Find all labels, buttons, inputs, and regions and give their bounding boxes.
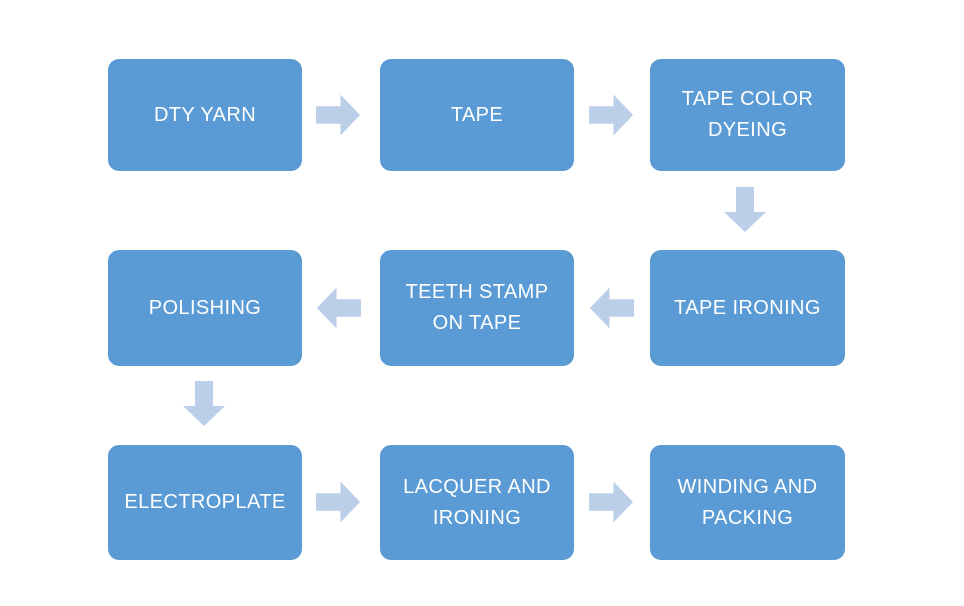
node-polishing: POLISHING xyxy=(108,250,302,366)
arrow-down-icon xyxy=(723,187,767,233)
node-tape-ironing: TAPE IRONING xyxy=(650,250,845,366)
node-lacquer-and-ironing: LACQUER AND IRONING xyxy=(380,445,574,560)
node-winding-and-packing: WINDING AND PACKING xyxy=(650,445,845,560)
arrow-right-icon xyxy=(316,93,361,137)
arrow-right-icon xyxy=(589,93,634,137)
node-dty-yarn: DTY YARN xyxy=(108,59,302,171)
arrow-right-icon xyxy=(316,480,361,524)
node-tape: TAPE xyxy=(380,59,574,171)
arrow-left-icon xyxy=(316,286,361,330)
arrow-right-icon xyxy=(589,480,634,524)
node-tape-color-dyeing: TAPE COLOR DYEING xyxy=(650,59,845,171)
arrow-left-icon xyxy=(589,286,634,330)
node-teeth-stamp-on-tape: TEETH STAMP ON TAPE xyxy=(380,250,574,366)
node-electroplate: ELECTROPLATE xyxy=(108,445,302,560)
arrow-down-icon xyxy=(182,381,226,427)
